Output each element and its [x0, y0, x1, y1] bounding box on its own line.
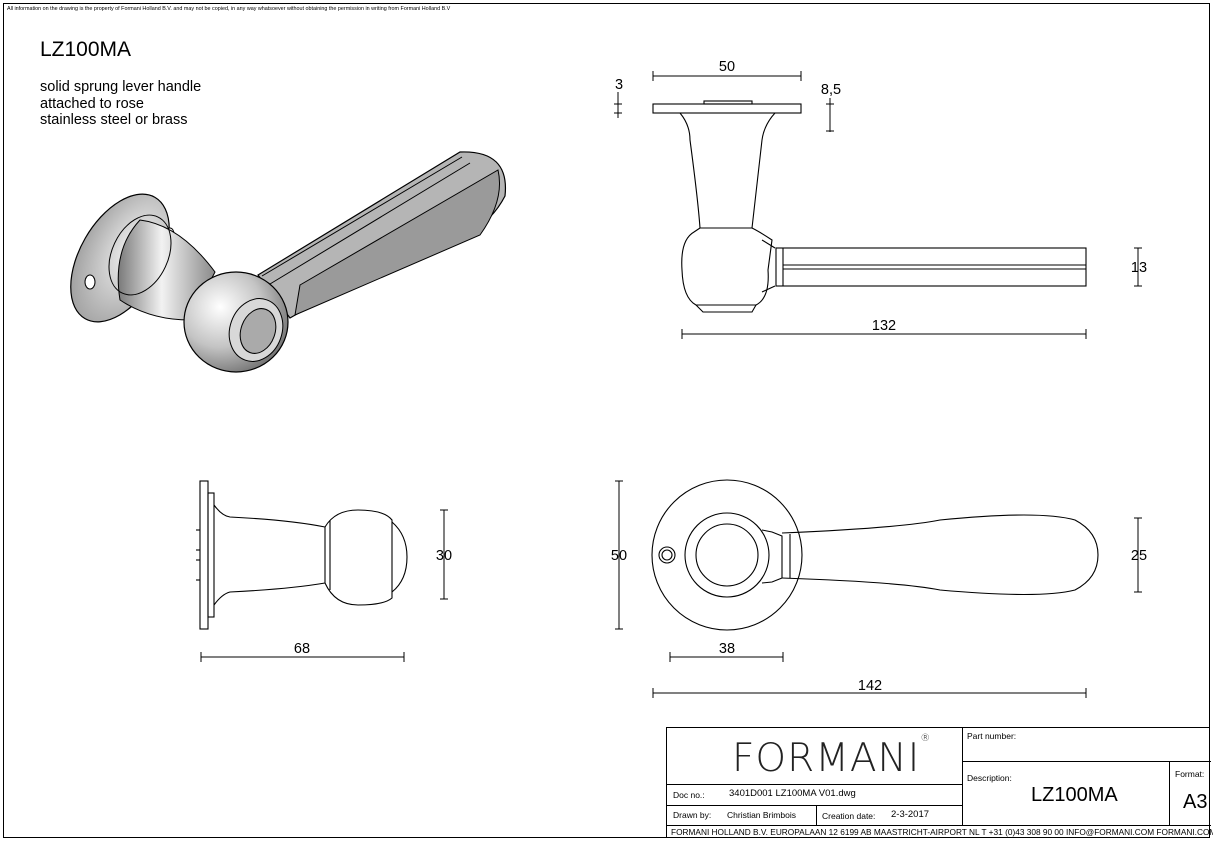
side-view [196, 480, 408, 630]
title-block: FORMANI® Part number: Description: LZ100… [666, 727, 1213, 838]
format-value: A3 [1183, 791, 1208, 813]
creation-date-label: Creation date: [822, 811, 876, 821]
description-value: LZ100MA [1031, 784, 1118, 806]
description-line: stainless steel or brass [40, 112, 188, 128]
description-line: attached to rose [40, 95, 144, 112]
dim-knob-height: 30 [436, 548, 452, 564]
drawn-by-value: Christian Brimbois [727, 810, 796, 820]
description-line: solid sprung lever handle [40, 79, 202, 95]
description-label: Description: [967, 773, 1012, 783]
drawing-frame [3, 3, 1210, 838]
formani-logo: FORMANI® [732, 733, 932, 781]
dim-rose-width: 50 [719, 59, 735, 75]
dim-lever-length: 132 [872, 318, 896, 334]
perspective-view [70, 151, 507, 373]
dimension-labels: 50 3 8,5 13 132 30 68 50 38 25 142 [294, 59, 1147, 694]
divider [962, 761, 1211, 762]
front-view [651, 479, 1099, 631]
drawn-by-label: Drawn by: [673, 810, 712, 820]
format-label: Format: [1175, 769, 1205, 779]
divider [816, 805, 817, 825]
divider [1169, 761, 1170, 825]
dim-rose-height: 8,5 [821, 82, 841, 98]
company-footer: FORMANI HOLLAND B.V. EUROPALAAN 12 6199 … [671, 827, 1213, 837]
divider [667, 825, 1211, 826]
dim-collar-diameter: 38 [719, 641, 735, 657]
dim-side-depth: 68 [294, 641, 310, 657]
dim-rose-thickness: 3 [615, 77, 623, 93]
divider [962, 728, 963, 825]
divider [667, 805, 962, 806]
product-description: solid sprung lever handle attached to ro… [40, 79, 201, 129]
top-view [652, 100, 1087, 313]
dimension-lines [200, 71, 1142, 698]
doc-no-value: 3401D001 LZ100MA V01.dwg [729, 788, 856, 799]
dim-lever-thickness: 13 [1131, 260, 1147, 276]
copyright-notice: All information on the drawing is the pr… [7, 6, 451, 12]
divider [667, 784, 962, 785]
dim-lever-width: 25 [1131, 548, 1147, 564]
dim-rose-diameter: 50 [611, 548, 627, 564]
product-code: LZ100MA [40, 38, 132, 61]
doc-no-label: Doc no.: [673, 790, 705, 800]
dim-total-length: 142 [858, 678, 882, 694]
creation-date-value: 2-3-2017 [891, 809, 930, 820]
part-number-label: Part number: [967, 731, 1017, 741]
